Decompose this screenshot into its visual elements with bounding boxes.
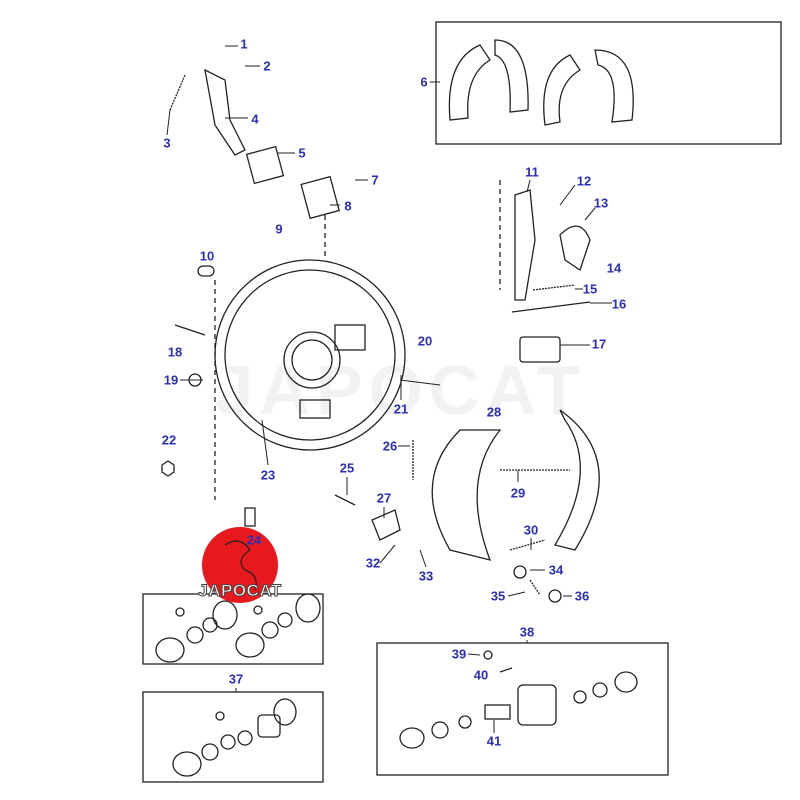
callout-24: 24 bbox=[246, 532, 262, 548]
callout-28: 28 bbox=[486, 404, 502, 420]
watermark: JAPOCAT bbox=[214, 351, 586, 429]
cylinder-kit-37-parts bbox=[172, 698, 297, 777]
callout-16: 16 bbox=[611, 296, 627, 312]
callout-25: 25 bbox=[339, 460, 355, 476]
callout-2: 2 bbox=[263, 58, 271, 74]
callout-30: 30 bbox=[523, 522, 539, 538]
callout-41: 41 bbox=[486, 733, 502, 749]
callout-37: 37 bbox=[228, 671, 244, 687]
cylinder-kit-a-parts bbox=[155, 593, 321, 663]
callout-8: 8 bbox=[344, 198, 352, 214]
callout-27: 27 bbox=[376, 490, 392, 506]
callout-15: 15 bbox=[582, 281, 598, 297]
callout-14: 14 bbox=[606, 260, 622, 276]
brake-shoe-set-box bbox=[435, 21, 782, 145]
callout-7: 7 bbox=[371, 172, 379, 188]
brake-shoes-set bbox=[448, 39, 634, 126]
callout-4: 4 bbox=[251, 111, 259, 127]
logo-text: JAPOCAT bbox=[198, 581, 282, 601]
callout-21: 21 bbox=[393, 401, 409, 417]
callout-9: 9 bbox=[275, 221, 283, 237]
callout-23: 23 bbox=[260, 467, 276, 483]
callout-26: 26 bbox=[382, 438, 398, 454]
callout-17: 17 bbox=[591, 336, 607, 352]
callout-34: 34 bbox=[548, 562, 564, 578]
callout-19: 19 bbox=[163, 372, 179, 388]
callout-22: 22 bbox=[161, 432, 177, 448]
callout-38: 38 bbox=[519, 624, 535, 640]
callout-1: 1 bbox=[240, 36, 248, 52]
cylinder-kit-box-37 bbox=[142, 691, 324, 783]
callout-10: 10 bbox=[199, 248, 215, 264]
callout-18: 18 bbox=[167, 344, 183, 360]
callout-35: 35 bbox=[490, 588, 506, 604]
backing-plate bbox=[214, 259, 406, 451]
callout-12: 12 bbox=[576, 173, 592, 189]
callout-29: 29 bbox=[510, 485, 526, 501]
callout-11: 11 bbox=[525, 164, 539, 180]
callout-3: 3 bbox=[163, 135, 171, 151]
callout-5: 5 bbox=[298, 145, 306, 161]
callout-13: 13 bbox=[593, 195, 609, 211]
wheel-cylinder-38-parts bbox=[399, 650, 638, 749]
callout-33: 33 bbox=[418, 568, 434, 584]
callout-39: 39 bbox=[451, 646, 467, 662]
wheel-cylinder-box-38 bbox=[376, 642, 669, 776]
callout-20: 20 bbox=[417, 333, 433, 349]
callout-6: 6 bbox=[420, 74, 428, 90]
callout-36: 36 bbox=[574, 588, 590, 604]
leader-lines bbox=[166, 45, 612, 733]
callout-32: 32 bbox=[365, 555, 381, 571]
callout-40: 40 bbox=[473, 667, 489, 683]
